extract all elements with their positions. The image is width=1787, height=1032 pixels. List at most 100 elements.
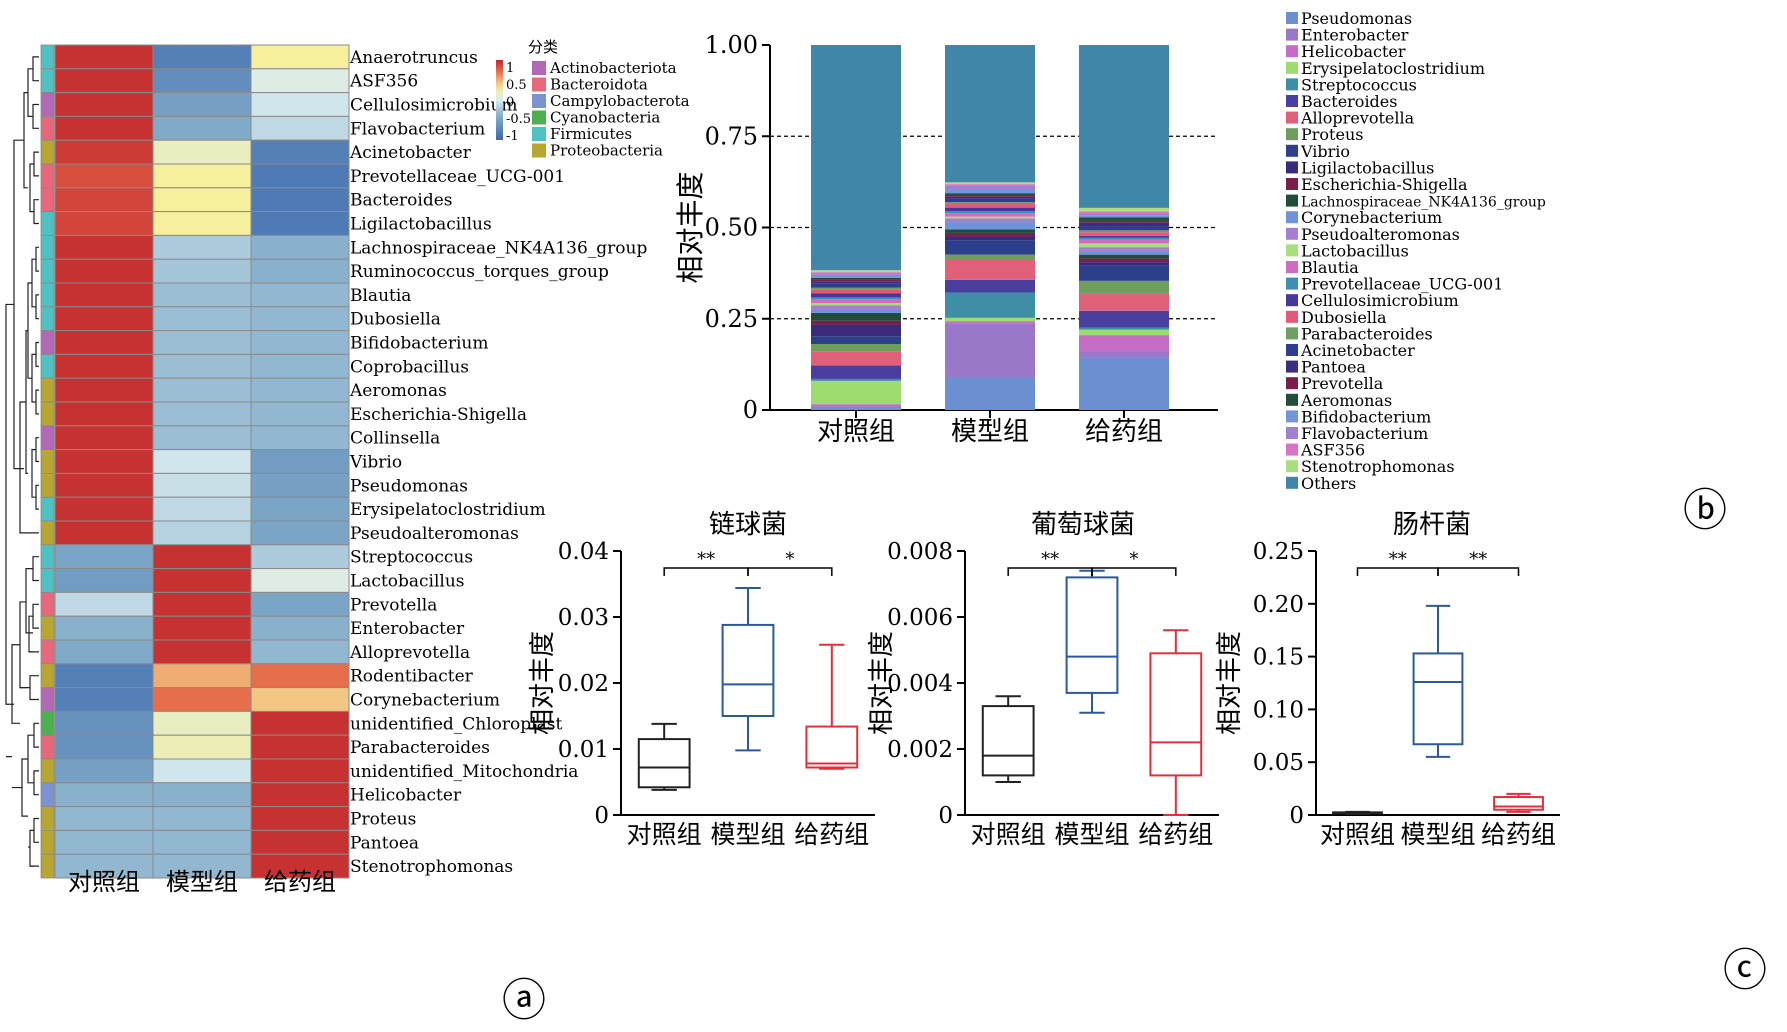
stack-legend-swatch	[1286, 144, 1298, 157]
stacked-bar-segment	[811, 351, 901, 366]
panel-label-b: ⓑ	[1683, 485, 1727, 536]
stacked-bar-segment	[1079, 217, 1169, 221]
significance-label: **	[697, 549, 715, 570]
dendrogram-branch	[25, 568, 33, 634]
heatmap-row-label: Pseudoalteromonas	[350, 524, 519, 544]
stacked-bar-segment	[811, 281, 901, 284]
stacked-bar-segment	[945, 236, 1035, 241]
y-tick-label: 0	[938, 803, 953, 829]
x-tick-label: 给药组	[1138, 820, 1213, 849]
box	[1149, 652, 1203, 777]
heatmap-cell	[152, 425, 252, 451]
heatmap-column-label: 模型组	[166, 868, 238, 896]
heatmap-cell	[250, 568, 350, 593]
stacked-bar-segment	[1079, 230, 1169, 233]
stacked-bar-segment	[811, 312, 901, 321]
stacked-bar-segment	[1079, 211, 1169, 214]
stacked-bar-segment	[811, 365, 901, 379]
phylum-cell	[40, 544, 55, 569]
stack-legend-swatch	[1286, 261, 1298, 273]
heatmap-cell	[152, 710, 252, 736]
phylum-cell	[40, 496, 55, 522]
heatmap-cell	[250, 187, 350, 213]
phylum-cell	[40, 139, 55, 165]
phylum-cell	[40, 116, 55, 141]
colorbar-bar	[496, 60, 503, 140]
stack-legend-label: Bifidobacterium	[1301, 407, 1431, 426]
stacked-bar-segment	[945, 184, 1035, 186]
stacked-bar-segment	[811, 305, 901, 310]
phylum-cell	[40, 282, 55, 308]
heatmap-cell	[250, 44, 350, 70]
y-tick-label: 0.01	[558, 737, 609, 763]
phylum-cell	[40, 211, 55, 236]
stack-legend-swatch	[1286, 161, 1298, 174]
dendrogram-branch	[32, 103, 39, 129]
stacked-bar-segment	[811, 270, 901, 273]
stacked-bar-segment	[811, 406, 901, 409]
box	[805, 725, 859, 769]
stack-legend-swatch	[1286, 28, 1298, 41]
heatmap-cell	[152, 139, 252, 165]
phylum-cell	[40, 472, 55, 498]
stacked-bar-segment	[1079, 243, 1169, 248]
phylum-cell	[40, 187, 55, 213]
x-tick-label: 模型组	[1400, 820, 1475, 849]
boxplot-title: 肠杆菌	[1393, 510, 1471, 540]
stack-legend-swatch	[1286, 12, 1298, 24]
stack-legend-label: Pantoea	[1301, 358, 1366, 377]
y-tick-label: 0.006	[887, 605, 953, 631]
heatmap-cell	[250, 663, 350, 689]
heatmap-row-label: Bifidobacterium	[350, 334, 488, 354]
stack-legend-swatch	[1286, 294, 1298, 307]
stack-legend-label: Enterobacter	[1301, 26, 1409, 45]
stacked-bar-segment	[811, 343, 901, 352]
heatmap-row-label: Ligilactobacillus	[350, 215, 492, 235]
heatmap-cell	[152, 377, 252, 403]
stacked-bar-segment	[945, 260, 1035, 280]
dendrogram-branch	[31, 449, 36, 498]
phylum-cell	[40, 44, 55, 70]
heatmap-row-label: Escherichia-Shigella	[350, 405, 527, 425]
stacked-bar-segment	[811, 336, 901, 344]
boxplot-title: 链球菌	[709, 510, 787, 540]
heatmap-cell	[54, 687, 154, 712]
stacked-bar-segment	[1079, 265, 1169, 281]
boxplot-panel: 链球菌00.010.020.030.04相对丰度对照组模型组给药组*** 葡萄球…	[528, 510, 1767, 996]
heatmap-cell	[152, 687, 252, 712]
heatmap-cell	[250, 163, 350, 189]
heatmap-cell	[152, 758, 252, 784]
heatmap-cell	[54, 377, 154, 403]
stacked-bar-segment	[945, 232, 1035, 237]
y-tick-label: 0.02	[558, 671, 609, 697]
heatmap-row-label: Alloprevotella	[349, 643, 470, 663]
stacked-bar-panel: 00.250.500.751.00相对丰度对照组模型组给药组 Pseudomon…	[674, 9, 1727, 536]
significance-label: *	[785, 549, 794, 570]
stacked-bar-segment	[945, 211, 1035, 214]
heatmap-cell	[54, 568, 154, 593]
heatmap-cell	[250, 282, 350, 308]
y-tick-label: 0.002	[887, 737, 953, 763]
y-tick-label: 0.008	[887, 539, 953, 565]
dendrogram-branch	[27, 68, 33, 117]
heatmap-cell	[152, 663, 252, 689]
y-tick-label: 0.05	[1253, 750, 1304, 776]
phylum-annotation-strip	[40, 44, 55, 879]
stacked-bar-segment	[945, 323, 1035, 378]
dendrogram-branch	[35, 294, 39, 320]
heatmap-cell	[54, 829, 154, 855]
heatmap-cell	[250, 520, 350, 546]
stacked-bar-segment	[945, 229, 1035, 233]
heatmap-cell	[250, 211, 350, 236]
stack-legend-swatch	[1286, 227, 1298, 240]
dendrogram-branch	[33, 151, 39, 177]
y-tick-label: 0.03	[558, 605, 609, 631]
stack-legend-label: Pseudomonas	[1301, 9, 1412, 28]
heatmap-cell	[54, 782, 154, 808]
heatmap-cell	[54, 615, 154, 641]
heatmap-cell	[250, 591, 350, 617]
stacked-bar-segment	[1079, 280, 1169, 294]
phylum-legend-label: Firmicutes	[550, 125, 632, 143]
significance-bracket	[747, 567, 833, 576]
heatmap-cell	[250, 710, 350, 736]
